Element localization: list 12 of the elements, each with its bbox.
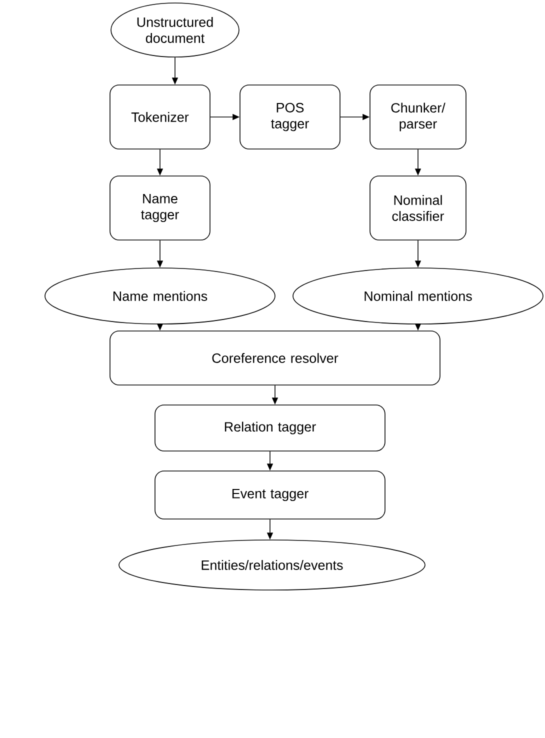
process-box: POS tagger [240,84,340,150]
process-box: Chunker/ parser [370,84,466,150]
ellipse-node: Name mentions [44,268,276,324]
process-box: Tokenizer [110,84,210,150]
process-box: Relation tagger [154,404,386,452]
process-box: Coreference resolver [110,330,440,386]
ellipse-node: Unstructured document [110,2,240,58]
process-box: Nominal classifier [370,176,466,240]
process-box: Event tagger [154,470,386,520]
ellipse-node: Nominal mentions [292,268,544,324]
process-box: Name tagger [110,176,210,240]
ellipse-node: Entities/relations/events [118,540,426,590]
